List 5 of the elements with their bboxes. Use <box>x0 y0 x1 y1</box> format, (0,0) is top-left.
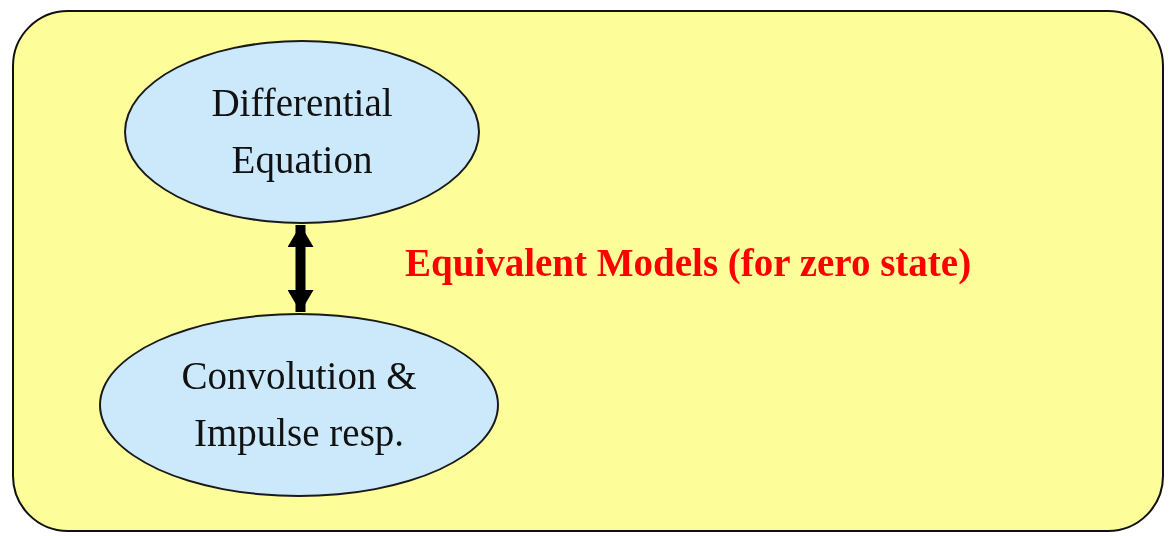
node-label: Differential Equation <box>210 80 394 184</box>
heading-text: Equivalent Models (for zero state) <box>405 240 972 285</box>
container-panel <box>12 10 1164 532</box>
double-arrow <box>287 225 314 312</box>
node-label: Convolution & Impulse resp. <box>180 353 418 457</box>
